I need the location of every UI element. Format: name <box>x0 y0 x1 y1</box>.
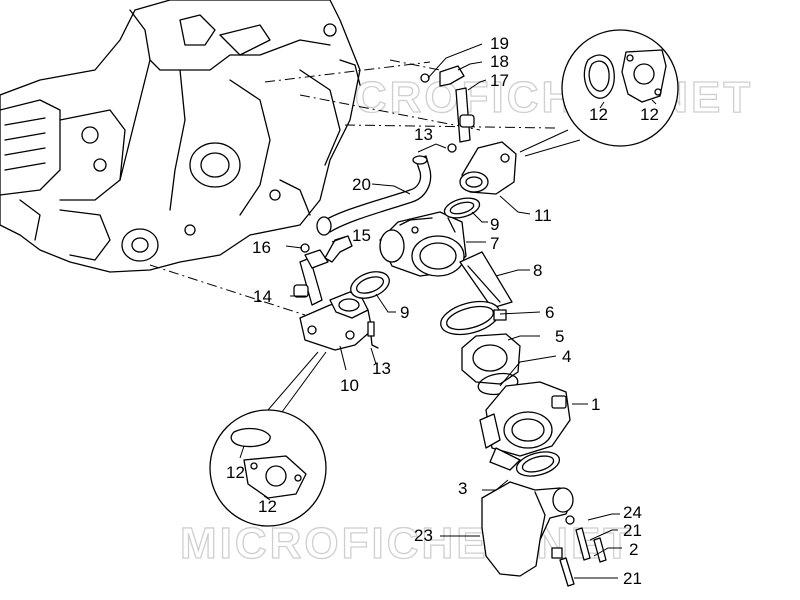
callout-9-lower: 9 <box>400 303 409 322</box>
callout-14: 14 <box>253 287 272 306</box>
callout-7: 7 <box>490 234 499 253</box>
injector-left <box>293 249 329 306</box>
callout-1: 1 <box>591 395 600 414</box>
callout-15: 15 <box>352 226 371 245</box>
callout-23: 23 <box>414 526 433 545</box>
callout-24: 24 <box>623 503 642 522</box>
watermark-top: MICROFICHES.NET <box>300 73 753 122</box>
throttle-body <box>379 211 467 277</box>
callout-9-upper: 9 <box>490 215 499 234</box>
callout-12-top-left: 12 <box>589 105 608 124</box>
callout-2: 2 <box>629 540 638 559</box>
callout-13-lower: 13 <box>372 359 391 378</box>
callout-labels: 1 2 3 4 5 6 7 8 9 9 10 11 12 12 12 12 13… <box>226 34 659 588</box>
watermark-bottom: MICROFICHES.NET <box>180 519 633 568</box>
gasket-detail-bottom <box>209 351 327 527</box>
injector-right <box>455 87 475 143</box>
callout-6: 6 <box>545 303 554 322</box>
callout-11: 11 <box>534 206 552 225</box>
intake-boot <box>481 481 574 577</box>
hose-clamp <box>440 300 507 336</box>
bolt-19 <box>420 73 430 83</box>
alignment-lines <box>149 59 556 316</box>
callout-10: 10 <box>340 376 359 395</box>
callout-18: 18 <box>490 52 509 71</box>
callout-5: 5 <box>555 327 564 346</box>
callout-21-lower: 21 <box>623 569 642 588</box>
bolt-13-lower <box>367 321 375 337</box>
clamp-left <box>350 271 390 299</box>
callout-12-top-right: 12 <box>640 105 659 124</box>
clamp-right <box>443 197 481 219</box>
bolt-13-upper <box>447 143 457 153</box>
engine-block <box>0 0 361 273</box>
callout-21-upper: 21 <box>623 521 642 540</box>
gasket-detail-top <box>519 29 679 157</box>
breather-hose <box>316 155 432 236</box>
throttle-body-lower <box>479 381 571 471</box>
leader-lines <box>239 43 657 579</box>
callout-16: 16 <box>252 238 271 257</box>
intake-manifold-right <box>459 141 517 195</box>
bolt-16 <box>300 243 310 253</box>
callout-4: 4 <box>562 347 571 366</box>
clamp-lower <box>515 451 561 477</box>
intake-manifold-left <box>299 291 373 351</box>
callout-3: 3 <box>458 479 467 498</box>
callout-13-upper: 13 <box>414 125 433 144</box>
fasteners-lower <box>559 515 607 587</box>
callout-12-bottom-right: 12 <box>258 497 277 516</box>
callout-17: 17 <box>490 71 509 90</box>
strap <box>459 251 513 309</box>
callout-12-bottom-left: 12 <box>226 463 245 482</box>
flange <box>461 333 521 385</box>
callout-19: 19 <box>490 34 509 53</box>
bracket-right <box>439 65 465 87</box>
callout-20: 20 <box>352 175 371 194</box>
callout-8: 8 <box>533 261 542 280</box>
